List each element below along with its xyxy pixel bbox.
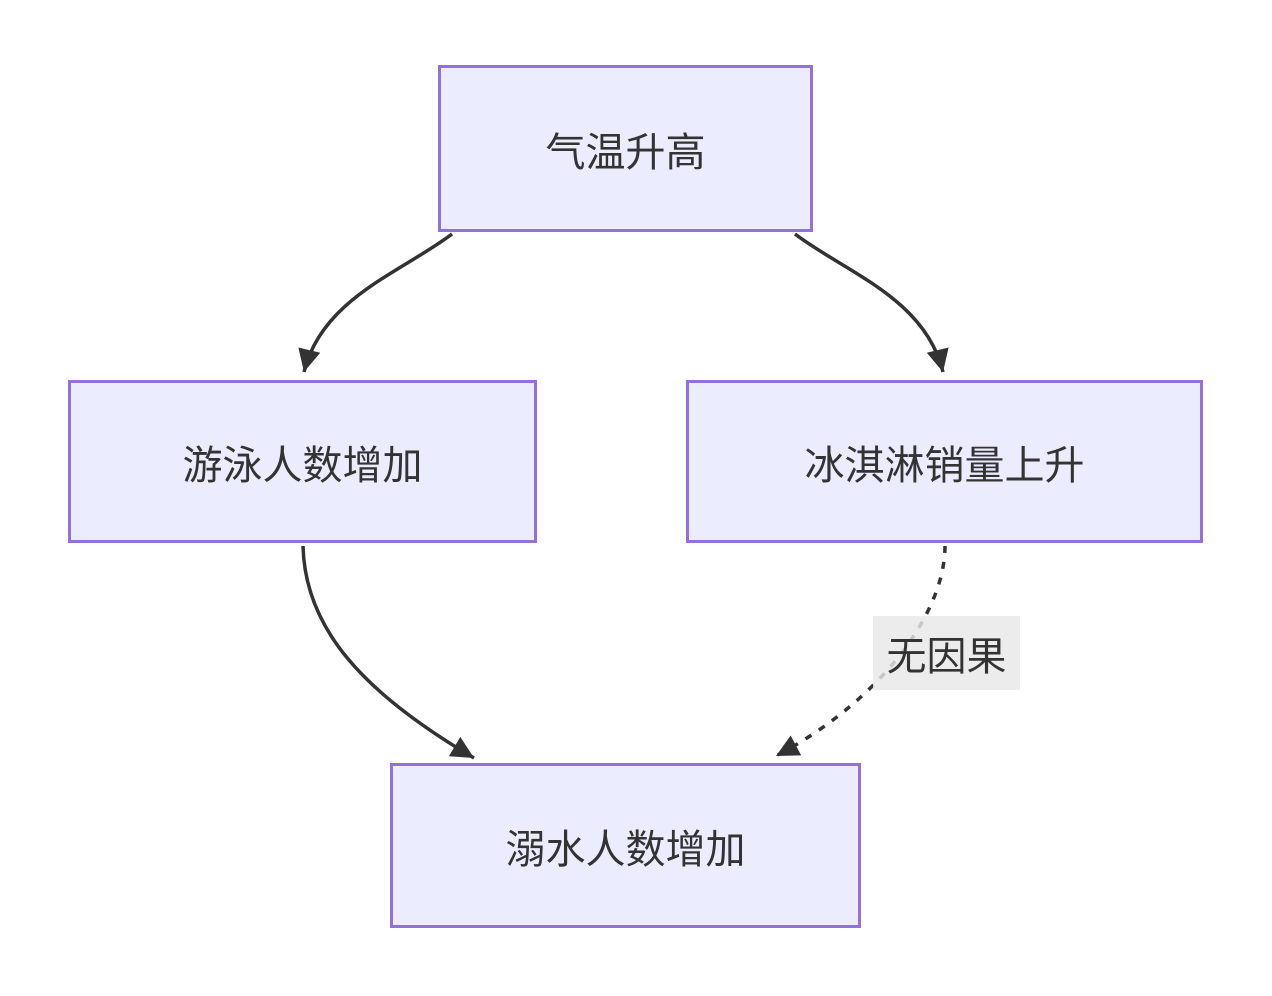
node-swimmers-label: 游泳人数增加: [182, 443, 423, 488]
edge-temperature-to-swimmers: [298, 232, 454, 373]
node-icecream-label: 冰淇淋销量上升: [804, 443, 1085, 488]
edge-swimmers-to-drowning: [301, 545, 475, 760]
node-drowning: 溺水人数增加: [390, 763, 861, 928]
node-drowning-label: 溺水人数增加: [505, 827, 746, 872]
node-temperature-label: 气温升高: [545, 130, 706, 175]
edge-temperature-to-icecream: [793, 232, 949, 373]
node-icecream: 冰淇淋销量上升: [686, 380, 1203, 543]
node-temperature: 气温升高: [438, 65, 813, 232]
edge-label-no-causation: 无因果: [873, 616, 1020, 690]
node-swimmers: 游泳人数增加: [68, 380, 537, 543]
